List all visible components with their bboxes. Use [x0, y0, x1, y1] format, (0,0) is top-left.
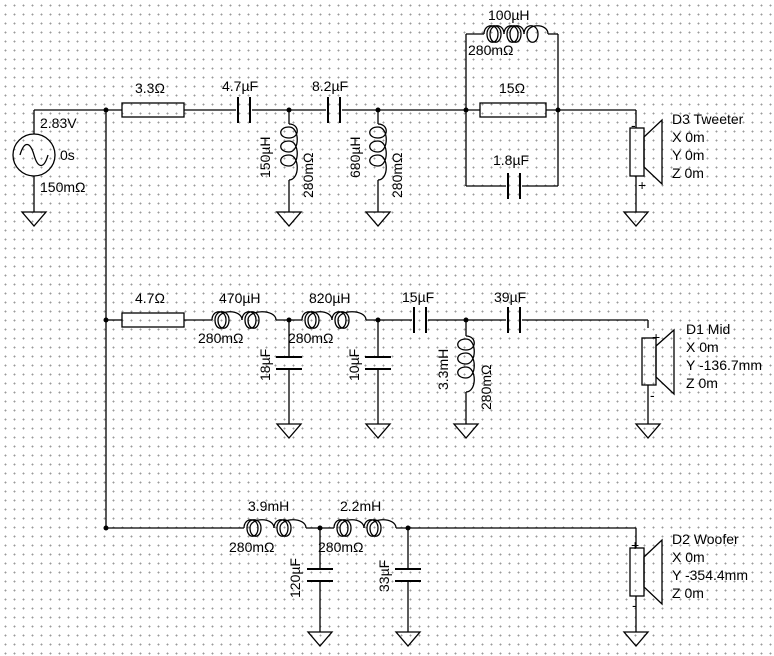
- main-bus: [34, 107, 122, 531]
- mid-driver-x: X 0m: [686, 339, 719, 355]
- woofer-shunt-capacitor-2[interactable]: [394, 568, 422, 647]
- tweeter-minus: -: [631, 117, 636, 133]
- mid-inductor-2[interactable]: [301, 311, 367, 329]
- mid-resistor-series[interactable]: [121, 312, 185, 328]
- tweeter-lpad-capacitor-label: 1.8µF: [493, 152, 529, 168]
- source-voltage: 2.83V: [40, 115, 77, 131]
- mid-wires: [106, 317, 649, 424]
- woofer-inductor-2-res: 280mΩ: [318, 539, 364, 555]
- woofer-inductor-1-res: 280mΩ: [229, 539, 275, 555]
- tweeter-lpad-inductor[interactable]: [483, 25, 549, 43]
- woofer-inductor-2[interactable]: [333, 519, 397, 537]
- mid-inductor-1[interactable]: [211, 311, 277, 329]
- woofer-minus: -: [632, 597, 637, 613]
- tweeter-wires: [184, 33, 637, 212]
- mid-minus: -: [650, 387, 655, 403]
- mid-capacitor-1[interactable]: [413, 307, 427, 333]
- woofer-driver-name: D2 Woofer: [672, 531, 739, 547]
- tweeter-driver-x: X 0m: [672, 129, 705, 145]
- source-resistance: 150mΩ: [40, 179, 86, 195]
- tweeter-resistor-series-label: 3.3Ω: [135, 80, 165, 96]
- woofer-plus: +: [631, 537, 639, 553]
- tweeter-inductor-2-res: 280mΩ: [389, 153, 405, 199]
- woofer-inductor-1-label: 3.9mH: [248, 498, 289, 514]
- tweeter-resistor-series[interactable]: [121, 102, 185, 118]
- woofer-driver-x: X 0m: [672, 549, 705, 565]
- tweeter-lpad-resistor[interactable]: [479, 102, 547, 118]
- tweeter-capacitor-2-label: 8.2µF: [312, 78, 348, 94]
- woofer-inductor-2-label: 2.2mH: [340, 498, 381, 514]
- tweeter-lpad-inductor-label: 100µH: [488, 7, 530, 23]
- mid-inductor-3-label: 3.3mH: [435, 349, 451, 390]
- mid-shunt-capacitor-1[interactable]: [275, 356, 303, 439]
- woofer-inductor-1[interactable]: [243, 519, 307, 537]
- tweeter-driver-name: D3 Tweeter: [672, 111, 744, 127]
- mid-inductor-2-res: 280mΩ: [288, 330, 334, 346]
- tweeter-driver-y: Y 0m: [672, 147, 704, 163]
- tweeter-capacitor-2[interactable]: [327, 97, 341, 123]
- tweeter-inductor-1-res: 280mΩ: [300, 153, 316, 199]
- mid-capacitor-2[interactable]: [507, 307, 521, 333]
- mid-shunt-capacitor-2[interactable]: [364, 356, 392, 439]
- mid-driver-z: Z 0m: [686, 375, 718, 391]
- mid-inductor-2-label: 820µH: [309, 290, 351, 306]
- woofer-shunt-capacitor-2-label: 33µF: [376, 560, 392, 592]
- tweeter-capacitor-1-label: 4.7µF: [222, 78, 258, 94]
- tweeter-lpad-inductor-res: 280mΩ: [468, 42, 514, 58]
- mid-driver-name: D1 Mid: [686, 321, 730, 337]
- mid-shunt-capacitor-1-label: 18µF: [257, 349, 273, 381]
- mid-driver[interactable]: [634, 328, 675, 439]
- mid-resistor-series-label: 4.7Ω: [135, 290, 165, 306]
- tweeter-driver[interactable]: [622, 118, 663, 227]
- tweeter-inductor-2[interactable]: [364, 123, 392, 227]
- mid-plus: +: [652, 329, 660, 345]
- mid-inductor-1-label: 470µH: [219, 290, 261, 306]
- mid-driver-y: Y -136.7mm: [686, 357, 762, 373]
- tweeter-plus: +: [638, 177, 646, 193]
- tweeter-inductor-2-label: 680µH: [347, 136, 363, 178]
- voltage-source[interactable]: [12, 110, 56, 227]
- woofer-wires: [106, 525, 637, 632]
- woofer-driver-y: Y -354.4mm: [672, 567, 748, 583]
- tweeter-lpad-resistor-label: 15Ω: [499, 80, 525, 96]
- woofer-driver-z: Z 0m: [672, 585, 704, 601]
- mid-inductor-1-res: 280mΩ: [198, 330, 244, 346]
- tweeter-capacitor-1[interactable]: [237, 97, 251, 123]
- tweeter-inductor-1-label: 150µH: [257, 136, 273, 178]
- mid-shunt-capacitor-2-label: 10µF: [346, 349, 362, 381]
- mid-inductor-3[interactable]: [452, 335, 480, 439]
- mid-inductor-3-res: 280mΩ: [478, 365, 494, 411]
- woofer-shunt-capacitor-1-label: 120µF: [287, 558, 303, 598]
- woofer-driver[interactable]: [622, 538, 663, 647]
- woofer-shunt-capacitor-1[interactable]: [306, 568, 334, 647]
- tweeter-driver-z: Z 0m: [672, 165, 704, 181]
- tweeter-lpad-capacitor[interactable]: [507, 173, 521, 199]
- mid-capacitor-1-label: 15µF: [402, 289, 434, 305]
- mid-capacitor-2-label: 39µF: [494, 289, 526, 305]
- source-phase: 0s: [60, 147, 75, 163]
- tweeter-inductor-1[interactable]: [275, 123, 303, 227]
